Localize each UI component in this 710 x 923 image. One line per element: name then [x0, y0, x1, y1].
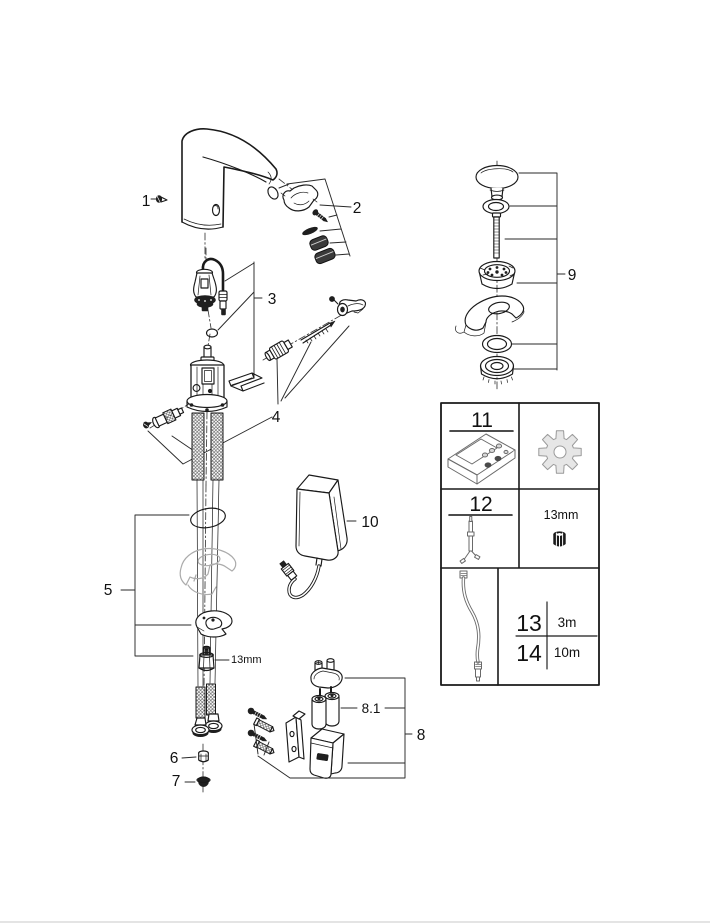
drain-assembly [455, 164, 525, 385]
table-number-13: 13 [516, 610, 542, 636]
flow-insert-1 [309, 235, 329, 251]
callout-part1: 1 [142, 193, 151, 210]
callout-part4: 4 [272, 409, 281, 426]
callout-part2: 2 [353, 200, 362, 217]
gear-icon [538, 430, 582, 474]
flow-insert-2 [314, 247, 336, 265]
valve-cartridge-body [186, 344, 228, 413]
cable-length-13: 3m [558, 615, 577, 630]
socket-size-label: 13mm [544, 508, 579, 522]
coupling-nut [198, 750, 209, 763]
wall-screw-1 [247, 707, 267, 720]
mounting-tool-icon [459, 516, 481, 564]
coupling-nut-brass [264, 339, 293, 362]
solenoid-cable-assembly [193, 247, 228, 338]
cable-cell: 13 3m 14 10m [459, 570, 598, 682]
gear-cell [538, 430, 582, 474]
batteries [311, 691, 340, 730]
callout-part10: 10 [361, 514, 379, 531]
drain-rod [491, 212, 502, 259]
extension-cable-icon [459, 570, 482, 682]
hose-connector-left [191, 717, 210, 737]
callout-part8-sub: 8.1 [362, 701, 381, 716]
wall-anchor-1 [253, 717, 275, 733]
cable-length-14: 10m [554, 645, 580, 660]
bracket-part3 [217, 261, 263, 386]
callout-part8: 8 [417, 727, 426, 744]
socket-nut-icon [553, 531, 566, 548]
control-lever-assembly [264, 296, 367, 362]
power-supply [279, 474, 348, 600]
supply-hoses [191, 412, 224, 737]
horseshoe-washer [195, 610, 233, 638]
lever-handle [336, 299, 367, 317]
table-number-12: 12 [469, 493, 492, 516]
battery-box-assembly [247, 658, 345, 779]
bracket-part2 [278, 178, 352, 257]
battery-cap [310, 658, 343, 696]
bracket-part4 [147, 325, 350, 465]
lever-screw [329, 296, 339, 305]
callout-part9: 9 [568, 267, 577, 284]
remote-cell: 11 [447, 409, 516, 485]
callout-part6: 6 [170, 750, 179, 767]
check-valve-screw [142, 421, 152, 429]
accessory-table: 11 12 [440, 402, 600, 686]
power-jack [279, 560, 298, 581]
aerator-assembly [267, 184, 336, 265]
socket-cell: 13mm [544, 508, 579, 548]
nut-size-label: 13mm [231, 654, 262, 666]
bracket-part8 [253, 677, 413, 779]
mounting-set [179, 507, 237, 672]
bracket-part5 [120, 514, 194, 657]
wall-bracket [285, 710, 306, 763]
mounting-nut-13mm [198, 645, 215, 672]
bracket-part9 [504, 172, 566, 371]
drain-strainer [478, 260, 516, 290]
fixing-screw [155, 195, 168, 203]
callout-part5: 5 [104, 582, 113, 599]
wedge-gasket [455, 295, 525, 337]
drain-flange-nut [479, 355, 515, 385]
check-valve [142, 407, 185, 429]
remote-control-icon [447, 433, 516, 485]
tool-cell: 12 [448, 493, 513, 564]
faucet-body [181, 128, 278, 230]
table-number-14: 14 [516, 640, 542, 666]
threaded-rod [300, 320, 336, 344]
retaining-clip [228, 372, 265, 392]
table-number-11: 11 [471, 409, 493, 432]
cap-plug [196, 776, 211, 787]
o-ring [190, 507, 226, 529]
callout-part3: 3 [268, 291, 277, 308]
wall-anchor-2 [253, 739, 275, 755]
callout-part7: 7 [172, 773, 181, 790]
battery-box [309, 728, 345, 779]
basin-ghost [179, 547, 237, 596]
aerator-screw [312, 209, 328, 223]
